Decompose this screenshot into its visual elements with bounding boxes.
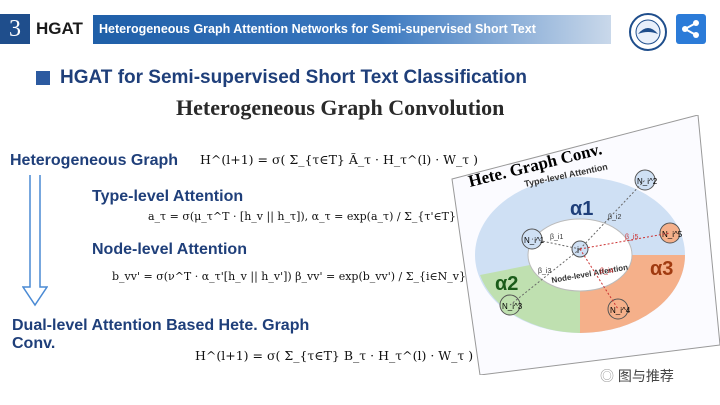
watermark-text: 图与推荐 [617,368,674,384]
slide-heading: Heterogeneous Graph Convolution [176,95,505,120]
node-3: N_i^3 [502,302,523,311]
label-type-level-attention: Type-level Attention [92,188,244,205]
share-icon [682,20,699,38]
section-label: HGAT [36,19,83,38]
equation-type-level: a_τ = σ(μ_τ^T · [h_v || h_τ]), α_τ = exp… [148,210,509,223]
wechat-watermark: ◎ 图与推荐 [600,366,674,386]
beta-5: β_i5 [625,234,638,241]
beta-4: β_i4 [600,268,613,275]
beta-1: β_i1 [550,234,563,241]
label-dual-level-attention: Dual-level Attention Based Hete. Graph C… [12,317,310,352]
alpha2-label: α2 [495,273,518,295]
bullet-square [36,71,50,85]
share-button[interactable] [676,14,706,44]
equation-node-level: b_vv' = σ(ν^T · α_τ'[h_v || h_v']) β_vv'… [112,270,521,283]
slide-subtitle: HGAT for Semi-supervised Short Text Clas… [60,67,528,88]
equation-dual-level: H^(l+1) = σ( Σ_{τ∈T} B_τ · H_τ^(l) · W_τ… [195,348,474,363]
beta-3: β_i3 [538,268,551,275]
label-heterogeneous-graph: Heterogeneous Graph [10,152,179,169]
hete-graph-conv-figure: Hete. Graph Conv. Type-level Attention N… [451,115,720,375]
header-title: Heterogeneous Graph Attention Networks f… [99,22,536,36]
node-5: N_i^5 [662,230,683,239]
center-node: i [577,245,579,255]
down-arrow-icon [22,175,48,307]
wechat-icon: ◎ [600,368,618,384]
alpha3-label: α3 [650,258,673,280]
node-2: N_i^2 [637,177,658,186]
node-1: N_i^1 [524,236,545,245]
equation-hetero-graph: H^(l+1) = σ( Σ_{τ∈T} Ã_τ · H_τ^(l) · W_τ… [200,152,479,167]
university-logo [629,13,667,51]
node-4: N_i^4 [610,306,631,315]
label-node-level-attention: Node-level Attention [92,241,247,258]
alpha1-label: α1 [570,198,593,220]
title-bar: Heterogeneous Graph Attention Networks f… [93,15,611,44]
beta-2: β_i2 [608,214,621,221]
slide-number: 3 [0,14,30,44]
